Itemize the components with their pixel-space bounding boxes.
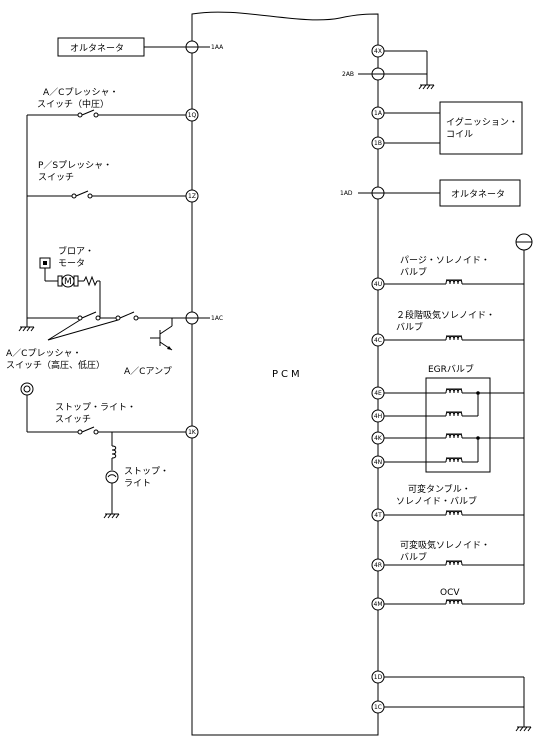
twostage-label-2: バルブ bbox=[396, 321, 423, 333]
stop-light: ストップ・ ライト bbox=[103, 432, 169, 519]
pin-4u: 4U bbox=[374, 281, 382, 288]
ac-hl-label-1: A／Cプレッシャ・ bbox=[6, 348, 81, 359]
egr-label: EGRバルブ bbox=[428, 363, 474, 375]
ps-label-1: P／Sプレッシャ・ bbox=[38, 160, 112, 171]
stop-light-label-1: ストップ・ bbox=[124, 466, 169, 477]
vis-label-1: 可変吸気ソレノイド・ bbox=[400, 539, 490, 551]
pin-4m: 4M bbox=[374, 601, 383, 608]
pin-4c: 4C bbox=[374, 337, 382, 344]
purge-label-2: バルブ bbox=[400, 266, 427, 278]
ac-mid-label-1: A／Cプレッシャ・ bbox=[43, 87, 118, 98]
pcm-label: PCM bbox=[272, 369, 303, 380]
pin-4k: 4K bbox=[374, 435, 383, 442]
ac-pressure-switch-mid: A／Cプレッシャ・ スイッチ（中圧） 1Q bbox=[27, 87, 199, 122]
ground-1d-1c: 1D 1C bbox=[371, 670, 532, 732]
pin-1b: 1B bbox=[374, 140, 382, 147]
pin-4e: 4E bbox=[374, 390, 382, 397]
pin-2ab: 2AB bbox=[342, 71, 354, 78]
blower-motor: ブロア・ モータ M bbox=[39, 245, 101, 318]
ocv: OCV 4M bbox=[371, 588, 524, 611]
pin-4x: 4X bbox=[374, 48, 382, 55]
stop-sw-label-1: ストップ・ライト・ bbox=[55, 402, 136, 413]
pin-1ac: 1AC bbox=[211, 315, 223, 322]
pin-1c: 1C bbox=[374, 704, 382, 711]
tumble-label-2: ソレノイド・バルブ bbox=[396, 495, 477, 507]
ac-amp-label: A／Cアンプ bbox=[124, 366, 172, 377]
stop-light-switch: ストップ・ライト・ スイッチ 1K bbox=[20, 382, 199, 439]
pcm-box: PCM bbox=[191, 11, 379, 736]
pin-1aa: 1AA bbox=[211, 44, 224, 51]
ac-hl-label-2: スイッチ（高圧、低圧） bbox=[6, 359, 105, 371]
variable-intake-solenoid: 可変吸気ソレノイド・ バルブ 4R bbox=[371, 539, 524, 572]
pin-4t: 4T bbox=[374, 512, 382, 519]
pin-4n: 4N bbox=[374, 459, 382, 466]
pin-4h: 4H bbox=[374, 413, 382, 420]
alternator-left: オルタネータ 1AA bbox=[57, 37, 224, 57]
pin-4r: 4R bbox=[374, 562, 382, 569]
ignition-coil: 1A 1B イグニッション・ コイル bbox=[371, 101, 523, 155]
two-stage-intake-solenoid: ２段階吸気ソレノイド・ バルブ 4C bbox=[371, 309, 524, 347]
motor-symbol: M bbox=[64, 277, 72, 287]
pin-1a: 1A bbox=[374, 110, 383, 117]
egr-valve: EGRバルブ 4E 4H 4K 4N bbox=[371, 363, 524, 473]
pin-1z: 1Z bbox=[188, 193, 196, 200]
tumble-label-1: 可変タンブル・ bbox=[408, 483, 471, 495]
pin-1d: 1D bbox=[374, 674, 383, 681]
twostage-label-1: ２段階吸気ソレノイド・ bbox=[396, 309, 495, 321]
stop-sw-label-2: スイッチ bbox=[55, 414, 91, 425]
vis-label-2: バルブ bbox=[400, 551, 427, 563]
ps-pressure-switch: P／Sプレッシャ・ スイッチ 1Z bbox=[27, 160, 199, 203]
ac-pressure-switch-hl: 1AC A／Cプレッシャ・ スイッチ（高圧、低圧） bbox=[6, 311, 223, 371]
alternator-right-label: オルタネータ bbox=[451, 189, 505, 200]
purge-solenoid-valve: パージ・ソレノイド・ バルブ 4U bbox=[371, 255, 524, 291]
ocv-label: OCV bbox=[440, 588, 460, 598]
left-bus bbox=[18, 115, 35, 332]
purge-label-1: パージ・ソレノイド・ bbox=[400, 255, 490, 266]
ignition-label-2: コイル bbox=[446, 130, 473, 140]
variable-tumble-solenoid: 可変タンブル・ ソレノイド・バルブ 4T bbox=[371, 483, 524, 522]
alternator-left-label: オルタネータ bbox=[70, 43, 124, 54]
blower-label-1: ブロア・ bbox=[58, 245, 94, 257]
ground-4x-2ab: 4X 2AB bbox=[342, 44, 435, 90]
ac-amp: A／Cアンプ bbox=[124, 318, 173, 377]
stop-light-label-2: ライト bbox=[124, 478, 151, 489]
blower-label-2: モータ bbox=[58, 258, 85, 269]
ignition-label-1: イグニッション・ bbox=[446, 116, 518, 128]
alternator-right: 1AD オルタネータ bbox=[340, 179, 521, 207]
power-bus bbox=[515, 233, 533, 604]
ac-mid-label-2: スイッチ（中圧） bbox=[37, 98, 109, 110]
ps-label-2: スイッチ bbox=[38, 172, 74, 183]
pin-1ad: 1AD bbox=[340, 190, 353, 197]
pin-1q: 1Q bbox=[188, 112, 197, 119]
pin-1k: 1K bbox=[188, 429, 197, 436]
